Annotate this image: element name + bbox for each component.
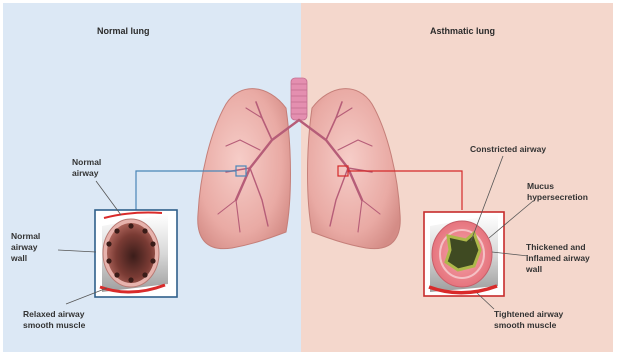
mucus-hypersecretion-label: Mucus hypersecretion: [527, 181, 588, 203]
asthmatic-airway-cross-section: [424, 212, 504, 296]
relaxed-airway-smooth-muscle-label: Relaxed airway smooth muscle: [23, 309, 85, 331]
tightened-airway-smooth-muscle-label: Tightened airway smooth muscle: [494, 309, 563, 331]
normal-airway-wall-label: Normal airway wall: [11, 231, 40, 264]
trachea: [291, 78, 307, 120]
normal-lung-title: Normal lung: [97, 26, 150, 37]
normal-airway-cross-section: [95, 210, 177, 297]
normal-airway-label: Normal airway: [72, 157, 101, 179]
constricted-airway-label: Constricted airway: [470, 144, 546, 155]
asthmatic-lung-title: Asthmatic lung: [430, 26, 495, 37]
thickened-inflamed-airway-wall-label: Thickened and inflamed airway wall: [526, 242, 590, 275]
